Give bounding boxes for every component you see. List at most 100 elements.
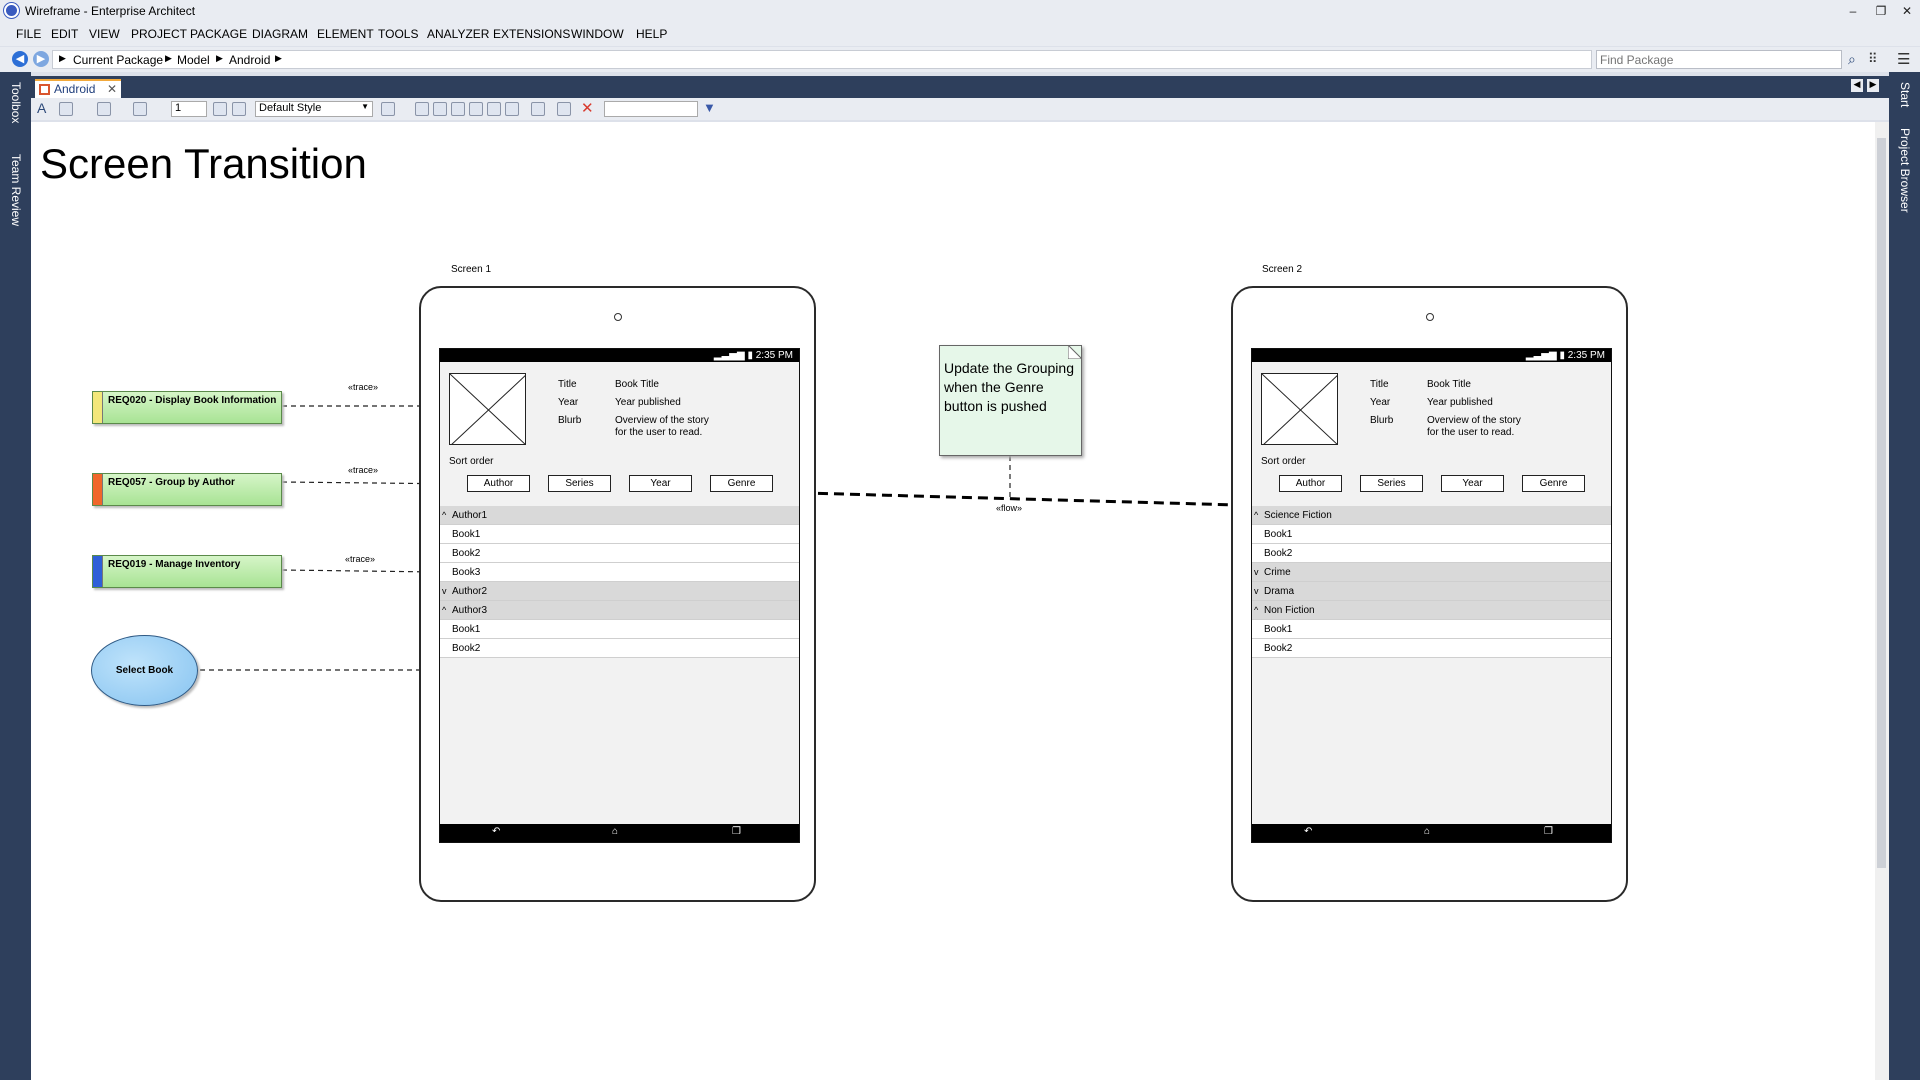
- menu-diagram[interactable]: DIAGRAM: [252, 27, 309, 41]
- use-case-select-book[interactable]: Select Book: [91, 635, 198, 706]
- line-color-icon[interactable]: [133, 102, 147, 116]
- search-icon[interactable]: ⌕: [1848, 51, 1856, 67]
- restore-icon[interactable]: ❐: [1875, 4, 1887, 18]
- list-item[interactable]: Book2: [1252, 639, 1611, 658]
- flow-connector[interactable]: [769, 490, 1239, 507]
- toolbox-panel-tab[interactable]: Toolbox: [9, 82, 23, 124]
- same-width-icon[interactable]: [487, 102, 501, 116]
- find-package-input[interactable]: [1596, 50, 1842, 69]
- list-item[interactable]: Book1: [440, 620, 799, 639]
- close-tab-icon[interactable]: ✕: [107, 82, 118, 96]
- breadcrumb-arrow-icon[interactable]: ▶: [216, 53, 223, 63]
- trace-connector-req019[interactable]: [281, 569, 439, 573]
- home-nav-icon[interactable]: ⌂: [1424, 826, 1431, 837]
- font-icon[interactable]: A: [37, 100, 47, 116]
- requirement-req057[interactable]: REQ057 - Group by Author: [92, 473, 282, 506]
- apply-style-icon[interactable]: [381, 102, 395, 116]
- filter-icon[interactable]: ▼: [703, 100, 716, 115]
- menu-tools[interactable]: TOOLS: [378, 27, 419, 41]
- breadcrumb-arrow-icon[interactable]: ▶: [275, 53, 282, 63]
- line-width-stepper[interactable]: 1: [171, 101, 207, 117]
- zoom-to-fit-icon[interactable]: [557, 102, 571, 116]
- menu-project[interactable]: PROJECT: [131, 27, 188, 41]
- tab-scroll-left-icon[interactable]: ◀: [1851, 79, 1863, 92]
- menu-element[interactable]: ELEMENT: [317, 27, 374, 41]
- tab-android[interactable]: Android ✕: [35, 79, 121, 98]
- align-left-icon[interactable]: [415, 102, 429, 116]
- list-item[interactable]: Book2: [440, 544, 799, 563]
- sort-year-button[interactable]: Year: [629, 475, 692, 492]
- sort-year-button[interactable]: Year: [1441, 475, 1504, 492]
- breadcrumb-current-package[interactable]: Current Package: [73, 53, 164, 67]
- font-color-icon[interactable]: [59, 102, 73, 116]
- breadcrumb-model[interactable]: Model: [177, 53, 210, 67]
- grid-view-icon[interactable]: ⠿: [1868, 51, 1878, 66]
- align-bottom-icon[interactable]: [469, 102, 483, 116]
- forward-icon[interactable]: ▶: [33, 51, 49, 67]
- menu-analyzer[interactable]: ANALYZER: [427, 27, 490, 41]
- breadcrumb-android[interactable]: Android: [229, 53, 271, 67]
- screen2-device[interactable]: ▂▃▅▆ ▮ 2:35 PM Title Book Title Year Yea…: [1231, 286, 1628, 902]
- menu-edit[interactable]: EDIT: [51, 27, 79, 41]
- scrollbar-thumb[interactable]: [1877, 138, 1886, 868]
- eyedropper-icon[interactable]: [232, 102, 246, 116]
- filter-input[interactable]: [604, 101, 698, 117]
- sort-series-button[interactable]: Series: [548, 475, 611, 492]
- align-right-icon[interactable]: [433, 102, 447, 116]
- list-group-label: Science Fiction: [1264, 510, 1332, 521]
- fill-color-icon[interactable]: [97, 102, 111, 116]
- layout-icon[interactable]: [531, 102, 545, 116]
- list-group[interactable]: ^Science Fiction: [1252, 506, 1611, 525]
- project-browser-panel-tab[interactable]: Project Browser: [1898, 128, 1912, 213]
- sort-genre-button[interactable]: Genre: [710, 475, 773, 492]
- close-icon[interactable]: ✕: [1901, 4, 1913, 18]
- hamburger-menu-icon[interactable]: ☰: [1897, 51, 1911, 68]
- list-group-label: Non Fiction: [1264, 605, 1315, 616]
- breadcrumb-arrow-icon[interactable]: ▶: [165, 53, 172, 63]
- list-group[interactable]: ^Author1: [440, 506, 799, 525]
- style-select[interactable]: Default Style▼: [255, 101, 373, 117]
- tab-scroll-right-icon[interactable]: ▶: [1867, 79, 1879, 92]
- sort-author-button[interactable]: Author: [1279, 475, 1342, 492]
- delete-icon[interactable]: ✕: [581, 100, 594, 117]
- list-item[interactable]: Book2: [440, 639, 799, 658]
- back-nav-icon[interactable]: ↶: [1304, 826, 1313, 837]
- field-label-year: Year: [1370, 397, 1391, 408]
- home-nav-icon[interactable]: ⌂: [612, 826, 619, 837]
- sort-series-button[interactable]: Series: [1360, 475, 1423, 492]
- team-review-panel-tab[interactable]: Team Review: [9, 154, 23, 227]
- list-item[interactable]: Book1: [440, 525, 799, 544]
- breadcrumb-arrow-icon[interactable]: ▶: [59, 53, 66, 63]
- list-item[interactable]: Book2: [1252, 544, 1611, 563]
- menu-help[interactable]: HELP: [636, 27, 668, 41]
- requirement-req019[interactable]: REQ019 - Manage Inventory: [92, 555, 282, 588]
- start-panel-tab[interactable]: Start: [1898, 82, 1912, 108]
- list-item[interactable]: Book1: [1252, 620, 1611, 639]
- menu-window[interactable]: WINDOW: [571, 27, 624, 41]
- same-height-icon[interactable]: [505, 102, 519, 116]
- screen1-device[interactable]: ▂▃▅▆ ▮ 2:35 PM Title Book Title Year Yea…: [419, 286, 816, 902]
- list-group[interactable]: ^Non Fiction: [1252, 601, 1611, 620]
- list-item[interactable]: Book1: [1252, 525, 1611, 544]
- recents-nav-icon[interactable]: ❐: [732, 826, 741, 837]
- list-group[interactable]: ^Author3: [440, 601, 799, 620]
- sort-genre-button[interactable]: Genre: [1522, 475, 1585, 492]
- recents-nav-icon[interactable]: ❐: [1544, 826, 1553, 837]
- diagram-note[interactable]: Update the Grouping when the Genre butto…: [939, 345, 1082, 456]
- align-top-icon[interactable]: [451, 102, 465, 116]
- requirement-req020[interactable]: REQ020 - Display Book Information: [92, 391, 282, 424]
- back-icon[interactable]: ◀: [12, 51, 28, 67]
- minimize-icon[interactable]: –: [1849, 4, 1857, 18]
- sort-author-button[interactable]: Author: [467, 475, 530, 492]
- format-painter-icon[interactable]: [213, 102, 227, 116]
- back-nav-icon[interactable]: ↶: [492, 826, 501, 837]
- menu-view[interactable]: VIEW: [89, 27, 120, 41]
- menu-package[interactable]: PACKAGE: [190, 27, 248, 41]
- menu-extensions[interactable]: EXTENSIONS: [493, 27, 571, 41]
- list-item[interactable]: Book3: [440, 563, 799, 582]
- menu-file[interactable]: FILE: [16, 27, 42, 41]
